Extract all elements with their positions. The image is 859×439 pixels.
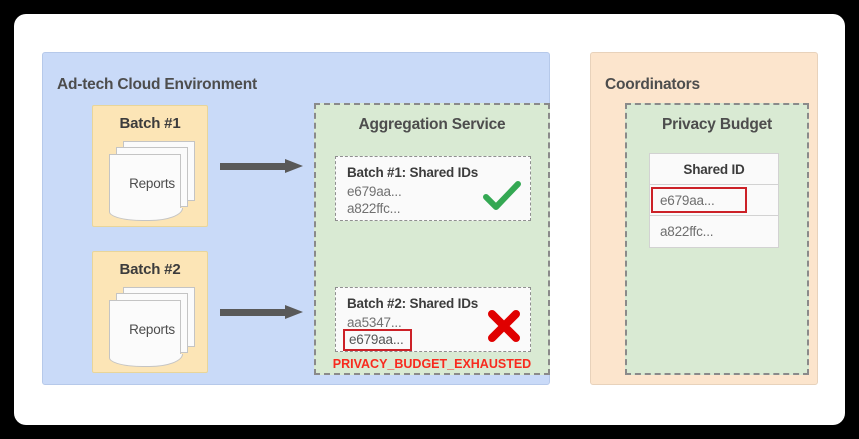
diagram-canvas: Ad-tech Cloud Environment Batch #1 Repor… — [14, 14, 845, 425]
batch-1-shared-id-1: e679aa... — [347, 184, 402, 199]
privacy-budget-table-header-shared-id: Shared ID — [650, 154, 778, 185]
privacy-budget-table: Shared ID e679aa... a822ffc... — [649, 153, 779, 248]
privacy-budget-table-row-2: a822ffc... — [650, 216, 778, 247]
cross-icon — [488, 310, 520, 342]
coordinators-panel: Coordinators Privacy Budget Shared ID e6… — [590, 52, 818, 385]
adtech-cloud-environment-panel: Ad-tech Cloud Environment Batch #1 Repor… — [42, 52, 550, 385]
arrow-right-icon-batch-1 — [220, 159, 303, 173]
report-page-front-icon — [109, 300, 181, 357]
batch-2-reports-label: Reports — [129, 322, 175, 337]
check-icon — [483, 181, 521, 210]
aggregation-service-box: Aggregation Service Batch #1: Shared IDs… — [314, 103, 550, 375]
batch-1-reports-stack: Reports — [109, 141, 195, 215]
batch-1-shared-ids-card: Batch #1: Shared IDs e679aa... a822ffc..… — [335, 156, 531, 221]
batch-2-label: Batch #2 — [119, 261, 181, 278]
arrow-shaft — [220, 309, 286, 316]
batch-1-box: Batch #1 Reports — [92, 105, 208, 227]
batch-2-reports-stack: Reports — [109, 287, 195, 361]
batch-2-shared-ids-title: Batch #2: Shared IDs — [347, 296, 479, 311]
privacy-budget-table-row-1: e679aa... — [650, 185, 778, 216]
batch-2-box: Batch #2 Reports — [92, 251, 208, 373]
privacy-budget-box: Privacy Budget Shared ID e679aa... a822f… — [625, 103, 809, 375]
batch-1-shared-ids-title: Batch #1: Shared IDs — [347, 165, 479, 180]
arrow-head — [285, 305, 303, 319]
arrow-head — [285, 159, 303, 173]
batch-1-label: Batch #1 — [119, 115, 181, 132]
batch-1-shared-id-2: a822ffc... — [347, 201, 401, 216]
batch-1-reports-label: Reports — [129, 176, 175, 191]
batch-2-shared-id-2-highlighted: e679aa... — [343, 329, 412, 351]
adtech-panel-title: Ad-tech Cloud Environment — [57, 76, 257, 93]
batch-2-shared-id-1: aa5347... — [347, 315, 402, 330]
arrow-shaft — [220, 163, 286, 170]
arrow-right-icon-batch-2 — [220, 305, 303, 319]
privacy-budget-title: Privacy Budget — [661, 116, 773, 133]
aggregation-service-title: Aggregation Service — [358, 116, 506, 133]
report-page-front-icon — [109, 154, 181, 211]
privacy-budget-exhausted-error: PRIVACY_BUDGET_EXHAUSTED — [332, 357, 532, 371]
batch-2-shared-ids-card: Batch #2: Shared IDs aa5347... e679aa... — [335, 287, 531, 352]
coordinators-panel-title: Coordinators — [605, 76, 700, 93]
